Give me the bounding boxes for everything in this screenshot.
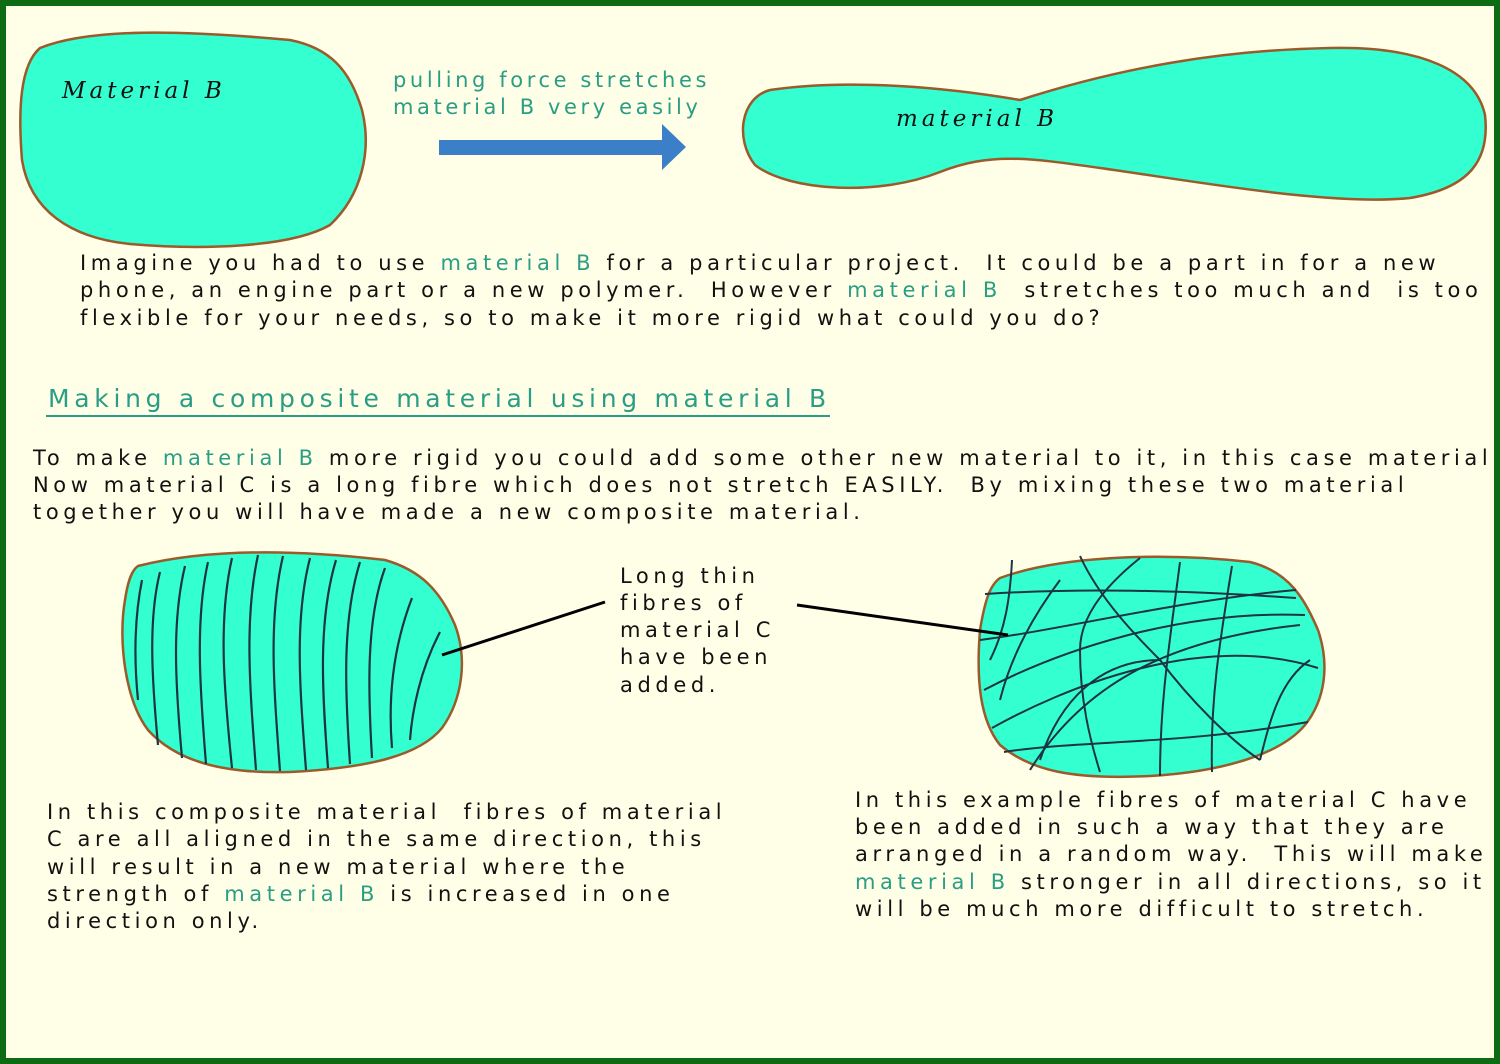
composite-line-1a: To make [33, 446, 163, 470]
random-highlight: material B [855, 870, 1010, 894]
random-line-3: arranged in a random way. This will make [855, 842, 1488, 866]
pulling-force-line1: pulling force stretches [393, 68, 711, 92]
random-line-4b: stronger in all directions, so it [1009, 870, 1486, 894]
aligned-line-2: C are all aligned in the same direction,… [47, 827, 706, 851]
aligned-fibre-composite [121, 551, 464, 774]
random-line-2: been added in such a way that they are [855, 815, 1449, 839]
intro-line-1a: Imagine you had to use [80, 251, 441, 275]
callout-line-right [796, 603, 1009, 637]
callout-line-left [441, 600, 606, 657]
intro-highlight-1: material B [440, 251, 596, 275]
composite-line-3: together you will have made a new compos… [33, 500, 865, 524]
material-b-stretched-blob [741, 46, 1487, 201]
callout-line-5: added. [620, 673, 721, 697]
random-line-5: will be much more difficult to stretch. [855, 897, 1429, 921]
composite-line-1c: more rigid you could add some other new … [317, 446, 1500, 470]
intro-line-1: Imagine you had to use material B for a … [80, 250, 1440, 278]
callout-line-1: Long thin [620, 564, 760, 588]
intro-highlight-2: material B [847, 278, 1002, 302]
intro-line-1c: for a particular project. It could be a … [595, 251, 1441, 275]
pulling-arrow-icon [439, 124, 686, 170]
intro-line-2c: stretches too much and is too [1001, 278, 1483, 302]
composite-highlight: material B [162, 446, 318, 470]
aligned-highlight: material B [224, 882, 379, 906]
aligned-line-5: direction only. [47, 909, 263, 933]
aligned-line-4: strength of material B is increased in o… [47, 881, 675, 909]
callout-line-2: fibres of [620, 591, 747, 615]
section-heading: Making a composite material using materi… [48, 384, 831, 413]
random-line-4: material B stronger in all directions, s… [855, 869, 1486, 897]
pulling-force-line2: material B very easily [393, 95, 702, 119]
intro-line-2: phone, an engine part or a new polymer. … [80, 277, 1482, 305]
material-b-label: Material B [62, 78, 226, 104]
heading-underline [46, 415, 830, 417]
aligned-line-4c: is increased in one [378, 882, 675, 906]
random-fibre-composite [977, 555, 1326, 779]
intro-line-3: flexible for your needs, so to make it m… [80, 306, 1105, 330]
intro-line-2a: phone, an engine part or a new polymer. … [80, 278, 848, 302]
aligned-line-1: In this composite material fibres of mat… [47, 800, 727, 824]
composite-line-2: Now material C is a long fibre which doe… [33, 473, 1409, 497]
material-b-blob [19, 31, 367, 249]
aligned-line-4a: strength of [47, 882, 225, 906]
material-b-stretched-label: material B [896, 106, 1059, 132]
callout-line-3: material C [620, 618, 775, 642]
composite-line-1: To make material B more rigid you could … [33, 445, 1500, 473]
aligned-line-3: will result in a new material where the [47, 855, 630, 879]
callout-line-4: have been [620, 645, 773, 669]
random-line-1: In this example fibres of material C hav… [855, 788, 1472, 812]
